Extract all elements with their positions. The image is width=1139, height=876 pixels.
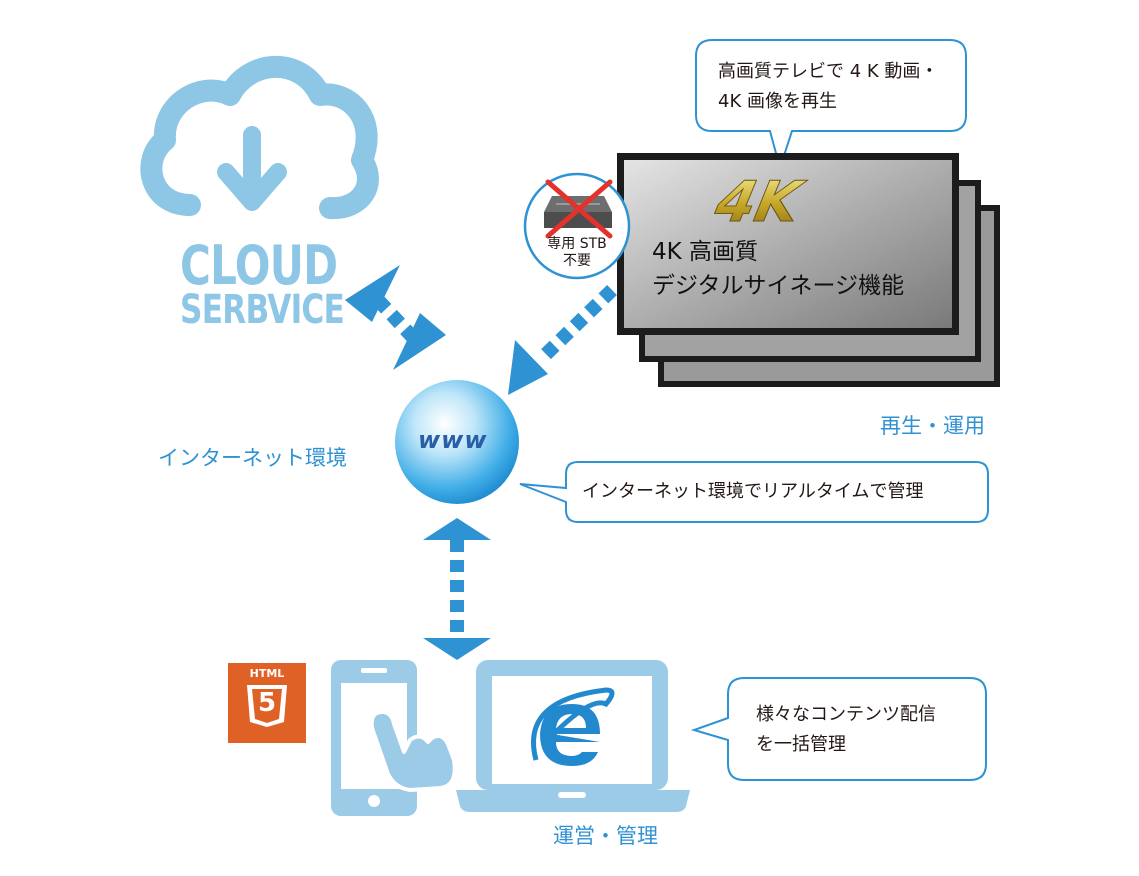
cross-icon (545, 179, 613, 239)
content-bubble-line1: 様々なコンテンツ配信 (756, 704, 936, 725)
laptop-icon (456, 660, 690, 812)
internet-label: インターネット環境 (158, 446, 347, 470)
signage-tv-stack (617, 153, 1000, 387)
html5-icon (228, 663, 306, 743)
stb-badge (523, 172, 631, 280)
tv-line1: 4K 高画質 (652, 239, 759, 265)
tv-bubble-line2: 4K 画像を再生 (718, 91, 837, 112)
content-speech-bubble (690, 677, 987, 781)
html5-label: HTML (249, 667, 285, 680)
html5-number: 5 (257, 688, 277, 718)
pointing-hand-icon (369, 710, 457, 792)
globe-devices-arrow (423, 518, 491, 660)
globe-icon (395, 380, 519, 504)
stb-line2: 不要 (563, 253, 591, 269)
tv-bubble-line1: 高画質テレビで 4 K 動画・ (718, 61, 939, 82)
tv-globe-arrow (508, 284, 617, 395)
internet-explorer-icon (531, 687, 615, 766)
management-label: 運営・管理 (553, 824, 658, 848)
playback-label: 再生・運用 (880, 414, 985, 438)
cloud-subtitle: SERBVICE (180, 287, 345, 333)
cloud-download-icon (140, 55, 379, 220)
content-bubble-line2: を一括管理 (756, 734, 846, 755)
4k-logo: 4K (709, 169, 811, 235)
tv-line2: デジタルサイネージ機能 (652, 273, 905, 299)
tv-speech-bubble (695, 39, 967, 172)
stb-line1: 専用 STB (547, 236, 607, 252)
cloud-globe-arrow (345, 265, 446, 370)
globe-text: www (418, 426, 488, 454)
cloud-title: CLOUD (180, 234, 338, 297)
svg-text:4K: 4K (709, 170, 810, 235)
internet-speech-bubble (519, 461, 989, 523)
internet-bubble-text: インターネット環境でリアルタイムで管理 (582, 481, 924, 502)
